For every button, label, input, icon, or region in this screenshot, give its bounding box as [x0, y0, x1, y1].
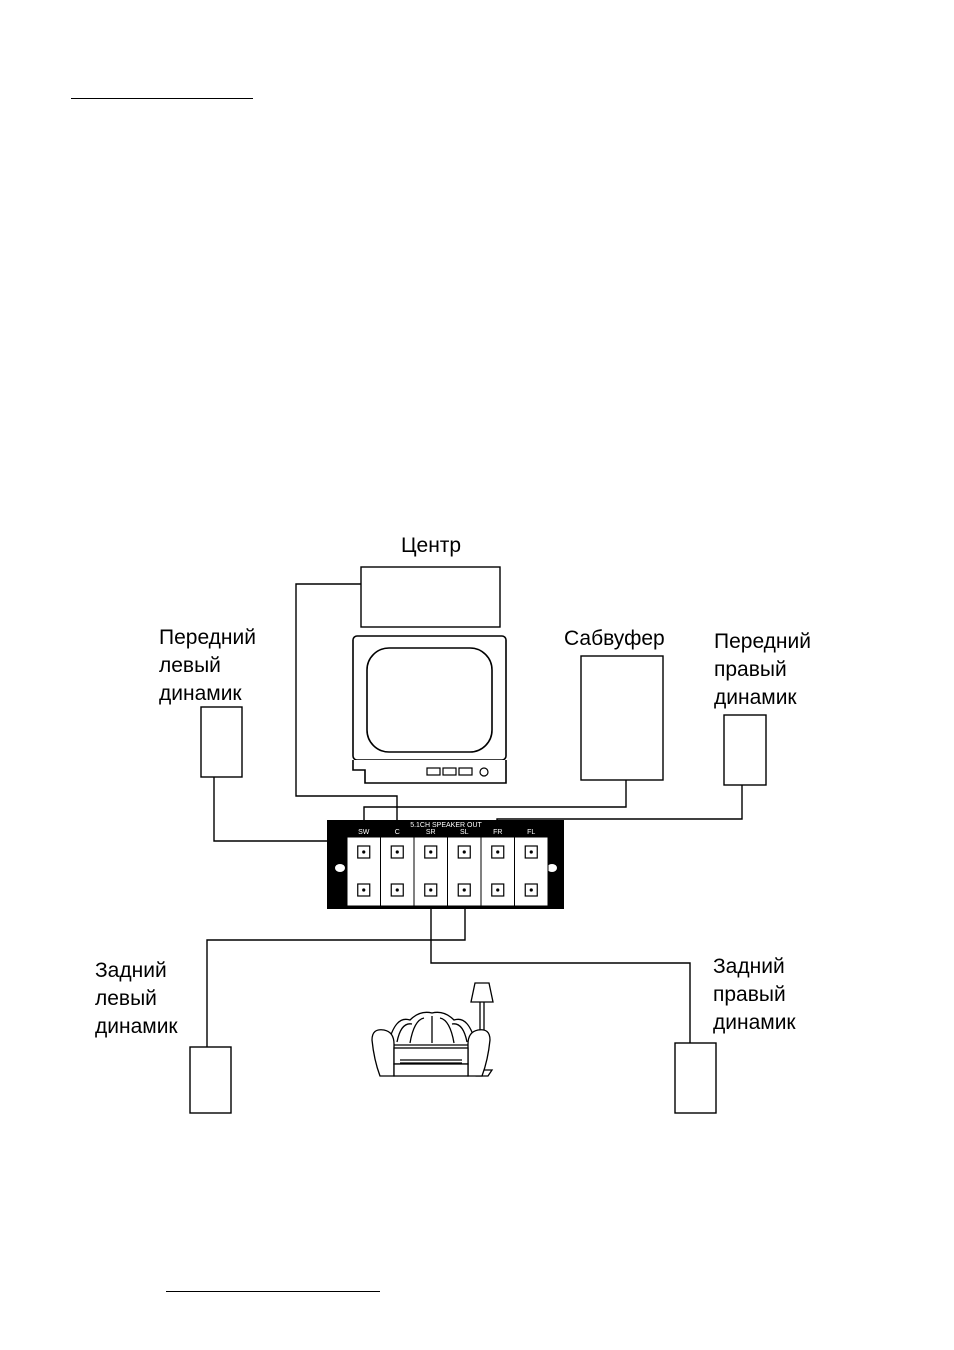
terminal-label-sr: SR: [426, 829, 436, 836]
television-icon: [353, 636, 506, 783]
label-front-right-line1: Передний: [714, 630, 811, 653]
terminal-screw-icon: [496, 888, 499, 891]
label-front-left-line1: Передний: [159, 626, 256, 649]
front-right-speaker-box: [724, 715, 766, 785]
terminal-screw-icon: [429, 850, 432, 853]
terminal-screw-icon: [530, 888, 533, 891]
terminal-screw-icon: [463, 888, 466, 891]
terminal-label-fl: FL: [527, 829, 535, 836]
label-rear-right-line1: Задний: [713, 955, 785, 978]
label-center: Центр: [401, 534, 461, 557]
panel-mount-hole-left-icon: [335, 864, 345, 872]
label-rear-left-line3: динамик: [95, 1015, 178, 1038]
label-rear-right-line2: правый: [713, 983, 786, 1006]
label-rear-right-line3: динамик: [713, 1011, 796, 1034]
center-speaker-box: [361, 567, 500, 627]
front-left-speaker-box: [201, 707, 242, 777]
label-front-left-line2: левый: [159, 654, 221, 677]
label-front-right-line2: правый: [714, 658, 787, 681]
terminal-screw-icon: [530, 850, 533, 853]
speaker-output-panel: 5.1CH SPEAKER OUT SW C SR SL FR FL: [327, 820, 564, 909]
wire-front-left: [214, 776, 328, 841]
terminal-screw-icon: [396, 888, 399, 891]
panel-title: 5.1CH SPEAKER OUT: [410, 822, 482, 829]
terminal-label-sl: SL: [460, 829, 469, 836]
terminal-label-c: C: [395, 829, 400, 836]
terminal-screw-icon: [362, 850, 365, 853]
terminal-screw-icon: [396, 850, 399, 853]
terminal-screw-icon: [496, 850, 499, 853]
label-front-right-line3: динамик: [714, 686, 797, 709]
label-subwoofer: Сабвуфер: [564, 627, 665, 650]
terminal-screw-icon: [362, 888, 365, 891]
label-rear-left-line2: левый: [95, 987, 157, 1010]
terminal-screw-icon: [463, 850, 466, 853]
wire-rear-right: [431, 895, 690, 1043]
rear-left-speaker-box: [190, 1047, 231, 1113]
subwoofer-box: [581, 656, 663, 780]
label-front-left-line3: динамик: [159, 682, 242, 705]
terminal-label-sw: SW: [358, 829, 370, 836]
terminal-label-fr: FR: [493, 829, 502, 836]
sofa-with-lamp-icon: [372, 983, 493, 1076]
label-rear-left-line1: Задний: [95, 959, 167, 982]
terminal-screw-icon: [429, 888, 432, 891]
rear-right-speaker-box: [675, 1043, 716, 1113]
